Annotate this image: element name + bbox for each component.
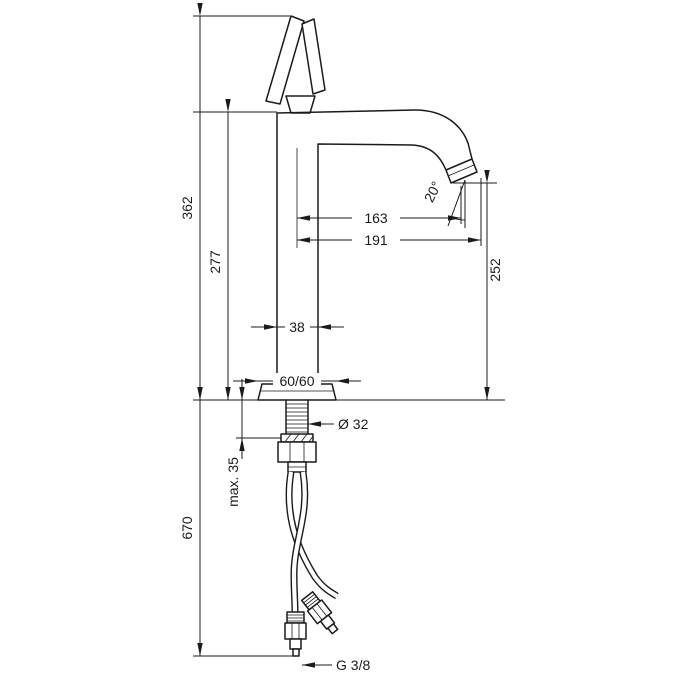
handle-pivot-joint <box>285 95 316 114</box>
fitting-tip <box>327 623 339 635</box>
handle-prong-left <box>265 15 305 105</box>
dim-label-base-plate: 60/60 <box>279 373 314 389</box>
dim-label-total-height: 362 <box>179 196 195 220</box>
dim-label-hose-length: 670 <box>179 516 195 540</box>
dim-max-deck-thickness: max. 35 <box>225 379 245 507</box>
fitting-nut-facet <box>311 607 323 621</box>
dim-thread-size: G 3/8 <box>302 657 370 673</box>
dim-label-spray-angle: 20° <box>421 179 445 205</box>
dim-label-max-deck-thickness: max. 35 <box>225 457 241 507</box>
mounting-nut <box>277 441 317 463</box>
mounting-shank <box>277 399 317 473</box>
dim-label-spout-reach: 163 <box>364 210 388 226</box>
dim-label-thread-size: G 3/8 <box>336 657 370 673</box>
fitting-crimp-hatch <box>303 593 319 608</box>
dim-body-width: 38 <box>251 319 344 335</box>
hose-fitting-straight <box>284 611 307 657</box>
fitting-nut <box>284 622 307 640</box>
dim-total-height: 362 <box>179 3 203 400</box>
dim-total-reach: 191 <box>297 232 481 248</box>
dim-spray-angle: 20° <box>421 179 466 228</box>
dim-label-outlet-height: 252 <box>487 258 503 282</box>
dim-label-body-width: 38 <box>289 319 305 335</box>
dim-shank-diameter: Ø 32 <box>308 416 369 432</box>
hose-fitting-angled <box>300 591 339 635</box>
supply-hoses <box>284 471 339 657</box>
fitting-thread <box>289 638 302 650</box>
hose-left-inner <box>286 471 339 598</box>
hose-right-inner <box>291 471 307 613</box>
dim-base-plate: 60/60 <box>233 373 361 389</box>
fitting-tip <box>292 648 300 657</box>
dim-label-shank-diameter: Ø 32 <box>338 416 369 432</box>
body-right-and-spout-bottom-outline <box>317 143 447 384</box>
aerator-inner-line <box>447 164 475 177</box>
angle-leg-slanted <box>447 179 466 227</box>
fitting-nut-facet <box>316 603 328 617</box>
dim-label-total-reach: 191 <box>364 232 388 248</box>
shank-thread-hatch <box>286 403 308 433</box>
dim-hose-length: 670 <box>179 387 203 656</box>
dim-spout-reach: 163 <box>297 210 461 226</box>
dim-outlet-height: 252 <box>484 170 503 400</box>
handle-lever <box>265 15 326 114</box>
body-left-and-spout-top-outline <box>276 109 473 384</box>
dim-label-spout-top-height: 277 <box>207 250 223 274</box>
dim-label-mask <box>285 320 310 334</box>
fitting-crimp-hatch <box>287 614 304 622</box>
handle-prong-right <box>301 18 326 95</box>
washer-hatch <box>284 433 314 443</box>
dim-label-mask <box>273 373 321 389</box>
angle-arc <box>450 216 466 221</box>
aerator-outlet <box>445 158 478 184</box>
dim-spout-top-height: 277 <box>207 99 231 400</box>
faucet-body <box>276 109 478 384</box>
